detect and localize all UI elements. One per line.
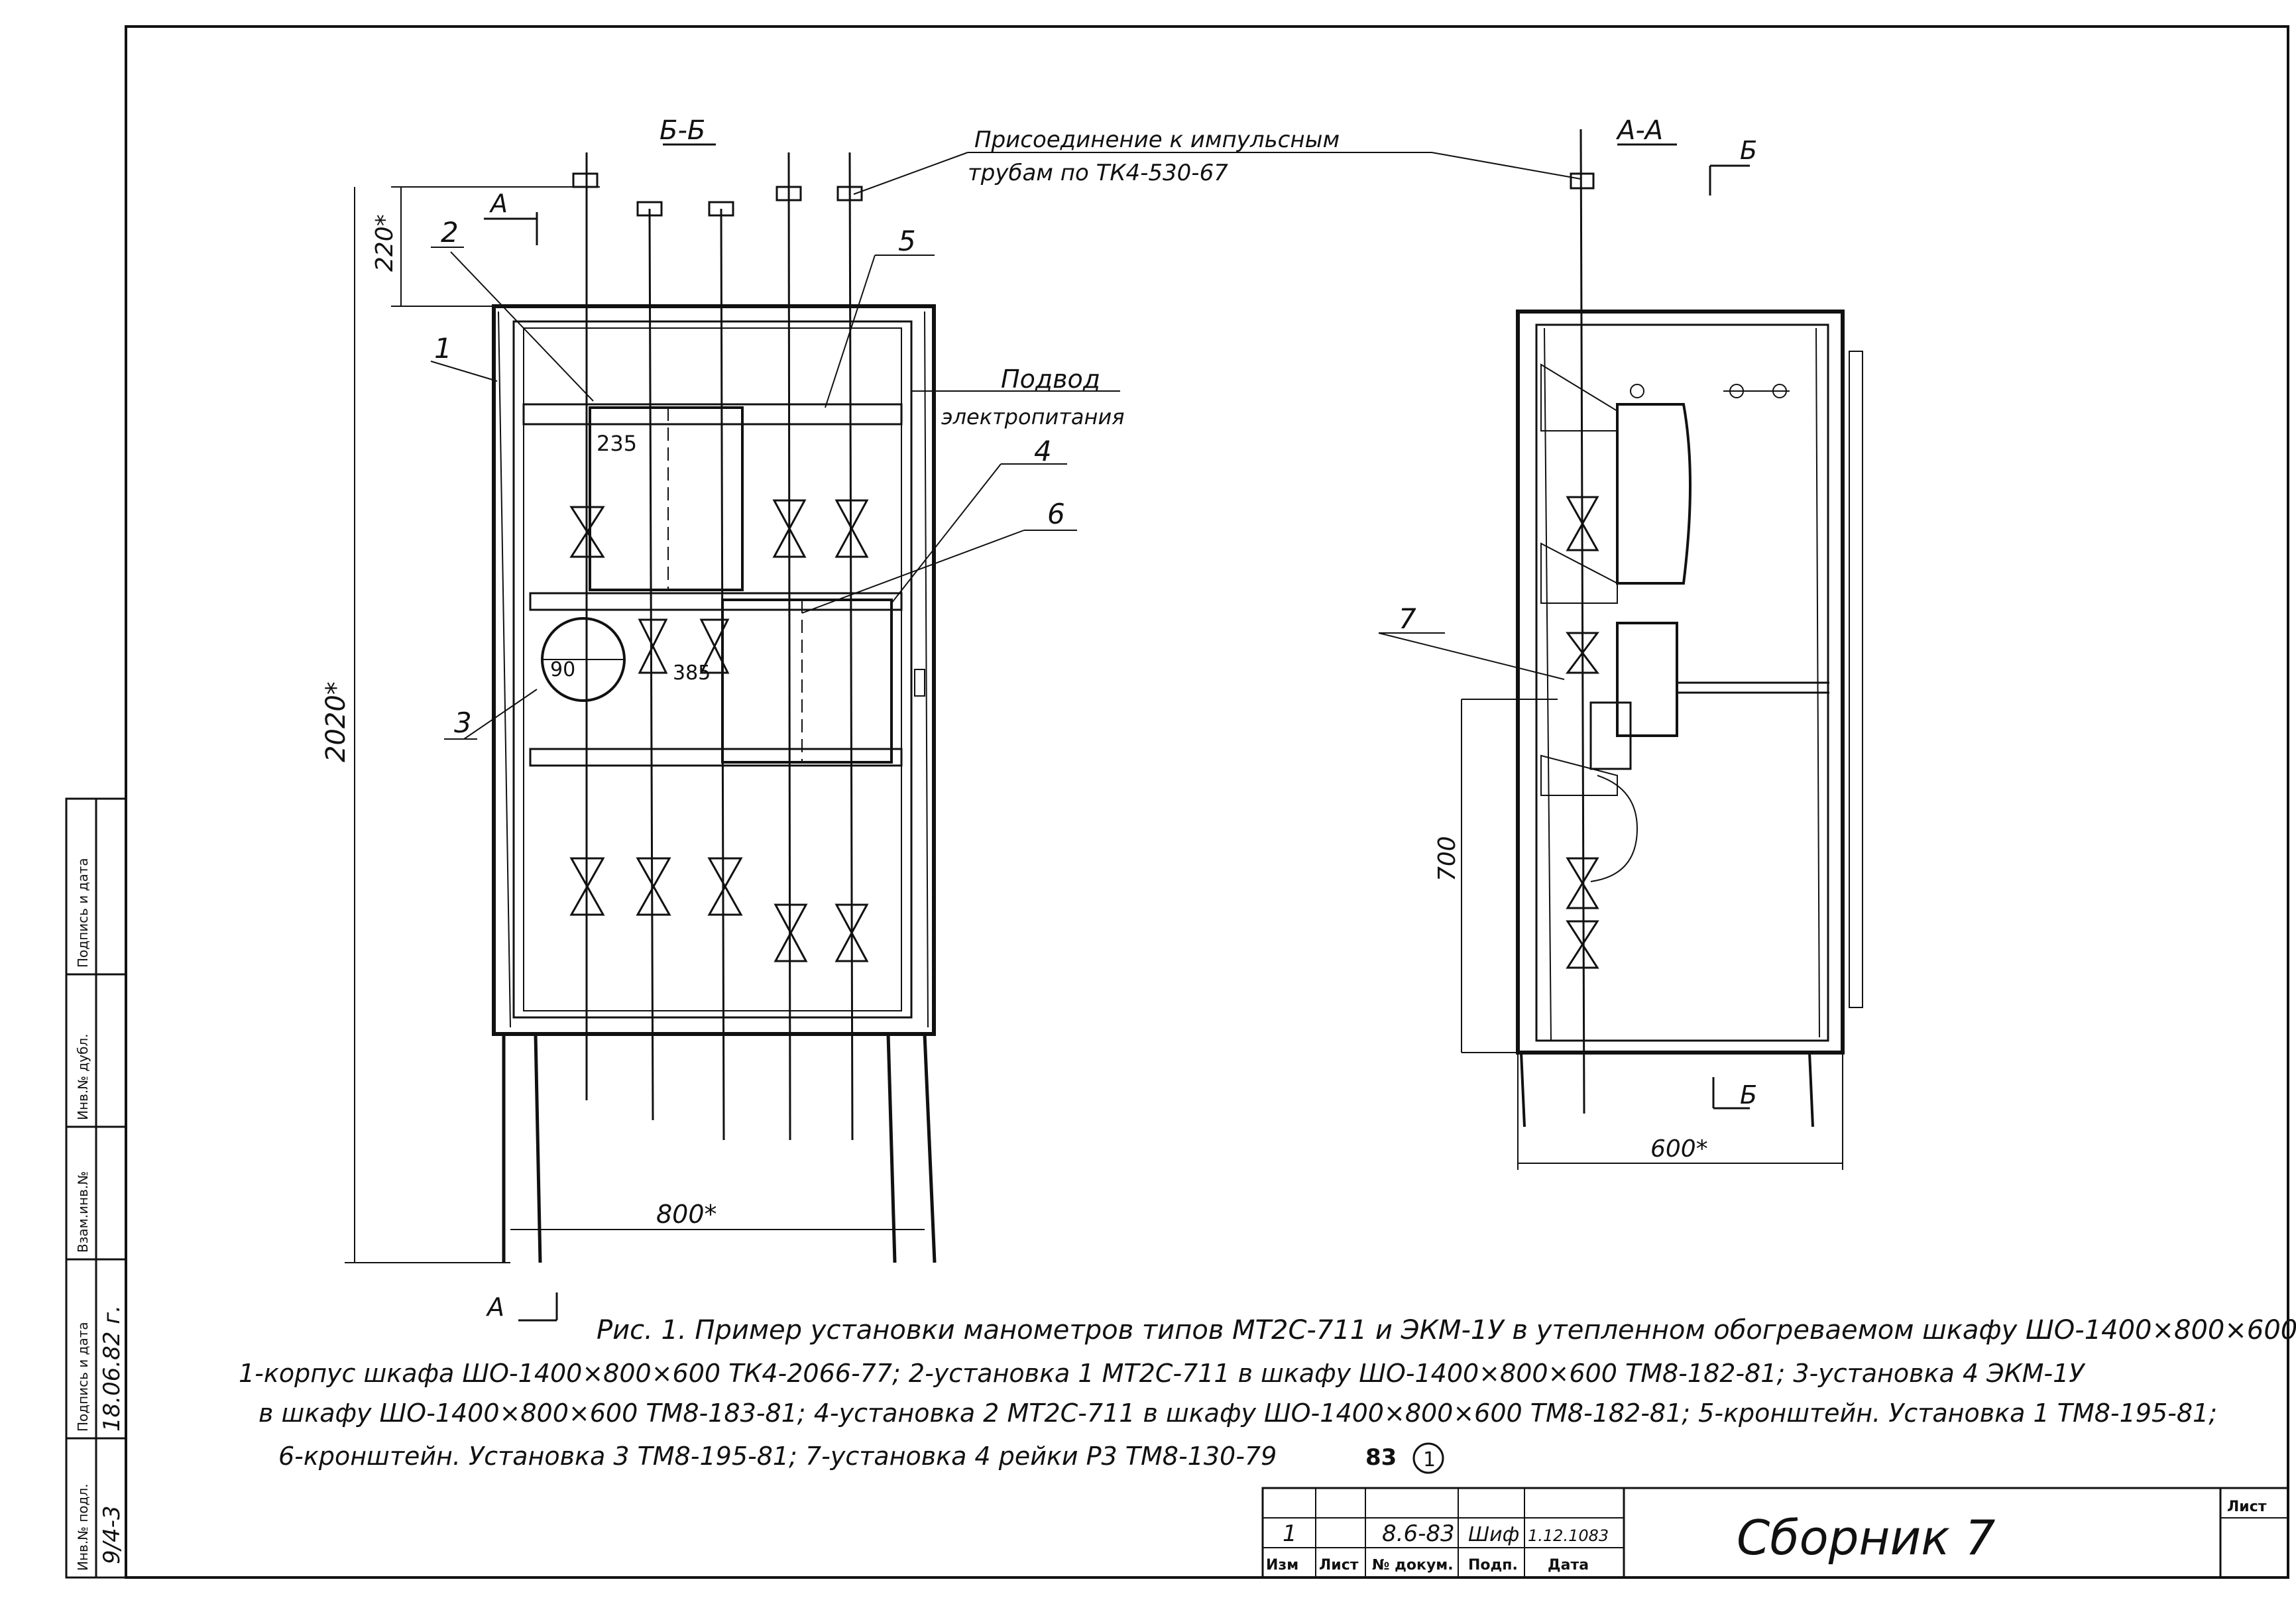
- dim-220: 220*: [371, 214, 398, 272]
- callouts: Присоединение к импульсным трубам по ТК4…: [941, 127, 1340, 430]
- tb-doc-no: 8.6-83: [1382, 1520, 1455, 1547]
- title-block-text: 1 8.6-83 Шиф 1.12.1083 Изм Лист № докум.…: [1266, 1499, 2267, 1574]
- position-1: 1: [434, 332, 452, 365]
- dimensions: 220* 2020* 235 90 385 800* 700 600*: [321, 214, 1708, 1229]
- caption-line-1: Рис. 1. Пример установки манометров типо…: [597, 1315, 2296, 1346]
- tb-album-title: Сборник 7: [1737, 1510, 1996, 1566]
- view-labels: Б-Б А-А А А Б Б: [485, 115, 1757, 1322]
- front-view-bb: [345, 143, 1581, 1322]
- caption-revision-mark: 83: [1365, 1444, 1397, 1471]
- dim-600: 600*: [1650, 1135, 1708, 1163]
- tb-header-doc: № докум.: [1372, 1557, 1454, 1574]
- stamp-header-sign-2: Подпись и дата: [75, 858, 91, 968]
- dim-90: 90: [550, 658, 575, 681]
- dim-700: 700: [1434, 836, 1461, 882]
- caption-line-4: 6-кронштейн. Установка 3 ТМ8-195-81; 7-у…: [278, 1442, 1277, 1471]
- side-stamp: [65, 797, 127, 1579]
- position-2: 2: [441, 216, 459, 249]
- caption-revision-circle-number: 1: [1423, 1448, 1436, 1471]
- position-6: 6: [1047, 498, 1065, 530]
- tb-signature: Шиф: [1468, 1523, 1519, 1546]
- section-bb-label: Б-Б: [660, 115, 705, 146]
- stamp-header-sign-1: Подпись и дата: [75, 1322, 91, 1432]
- side-view-aa: [1378, 129, 1863, 1170]
- tb-header-sign: Подп.: [1468, 1557, 1518, 1574]
- stamp-inv-number: 9/4-3: [99, 1505, 125, 1564]
- impulse-callout-line2: трубам по ТК4-530-67: [968, 160, 1228, 186]
- tb-header-izm: Изм: [1266, 1557, 1298, 1574]
- dim-2020: 2020*: [321, 681, 351, 762]
- position-numbers: 1 2 3 4 5 6 7: [434, 216, 1416, 739]
- stamp-header-inv: Инв.№ подл.: [75, 1483, 91, 1571]
- tb-sheet-label: Лист: [2227, 1499, 2267, 1515]
- tb-header-date: Дата: [1548, 1557, 1589, 1574]
- caption-line-2: 1-корпус шкафа ШО-1400×800×600 ТК4-2066-…: [239, 1359, 2086, 1388]
- power-callout-line2: электропитания: [941, 404, 1125, 430]
- stamp-header-replace: Взам.инв.№: [75, 1171, 91, 1253]
- revision-circle: [1412, 1442, 1444, 1474]
- figure-caption: Рис. 1. Пример установки манометров типо…: [239, 1315, 2296, 1474]
- tb-header-list: Лист: [1319, 1557, 1359, 1574]
- section-aa-label: А-А: [1615, 115, 1663, 146]
- caption-line-3: в шкафу ШО-1400×800×600 ТМ8-183-81; 4-ус…: [258, 1399, 2217, 1428]
- dim-235: 235: [597, 431, 637, 456]
- tb-change-no: 1: [1283, 1520, 1297, 1547]
- position-7: 7: [1399, 602, 1416, 635]
- position-5: 5: [898, 225, 916, 257]
- dim-800: 800*: [656, 1200, 717, 1229]
- power-callout-line1: Подвод: [1001, 365, 1100, 394]
- stamp-header-dup: Инв.№ дубл.: [75, 1034, 91, 1120]
- mark-b-top: Б: [1740, 136, 1757, 165]
- impulse-callout-line1: Присоединение к импульсным: [974, 127, 1340, 153]
- position-4: 4: [1034, 435, 1052, 467]
- dim-385: 385: [673, 661, 711, 685]
- mark-a-bottom: А: [485, 1292, 504, 1322]
- mark-b-bottom: Б: [1740, 1080, 1757, 1110]
- stamp-date: 18.06.82 г.: [99, 1305, 125, 1432]
- mark-a-top: А: [488, 189, 508, 218]
- position-3: 3: [454, 707, 472, 739]
- tb-date: 1.12.1083: [1528, 1526, 1609, 1545]
- title-block: [1261, 1487, 2289, 1579]
- side-stamp-text: Инв.№ подл. Подпись и дата Взам.инв.№ Ин…: [75, 858, 125, 1571]
